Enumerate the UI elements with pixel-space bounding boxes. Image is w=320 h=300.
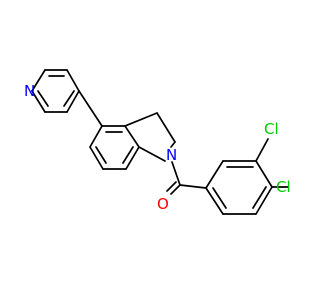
bond [89,146,104,170]
para-chlorine-label: Cl [276,178,291,196]
bond [138,146,166,162]
bond [124,112,158,127]
bond [95,146,107,164]
bond [179,184,207,189]
carbonyl-bond [166,181,181,195]
bond [66,69,80,92]
bond [255,186,273,215]
bond [66,90,80,113]
bond [170,141,176,148]
bond [255,138,269,162]
bond [125,146,140,170]
bond [170,184,181,195]
bond [89,125,103,148]
indoline-benzene-ring [89,125,140,170]
bond [156,112,176,143]
bond [124,125,140,148]
bond [171,161,181,186]
pyridine-ring [31,69,80,113]
meta-chlorine-label: Cl [264,120,279,138]
indoline-nitrogen-label: N [166,146,177,164]
bond [63,90,75,107]
carbonyl-oxygen-label: O [157,195,169,213]
bond [31,69,46,92]
pyrrolidine-ring [124,112,176,162]
bond [37,90,49,107]
pyridine-nitrogen-label: N [24,82,35,100]
bond [166,181,177,192]
bond [212,187,227,209]
dichlorophenyl-ring [205,160,273,215]
bond [252,186,267,209]
molecule-diagram: N N O Cl Cl [24,69,291,215]
structure-canvas: N N O Cl Cl [24,69,291,215]
bond [122,146,134,164]
bond [78,90,103,127]
bond [205,187,224,215]
bond [31,90,46,113]
bond [255,160,273,188]
bond [205,160,224,189]
